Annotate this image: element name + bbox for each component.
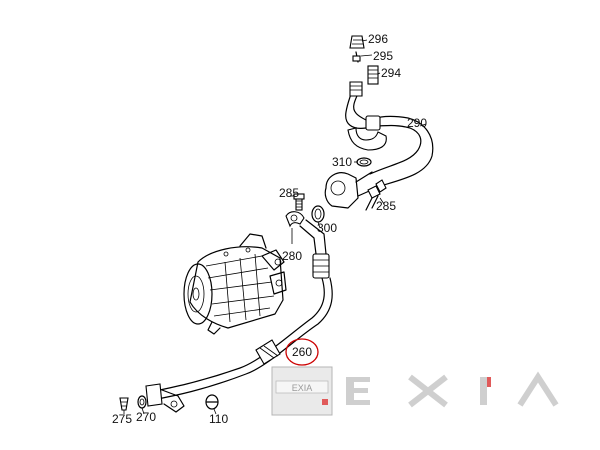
seal-ring-300 [311, 205, 325, 223]
ac-compressor [183, 233, 287, 335]
clip-110 [205, 394, 219, 410]
part-label-275: 275 [112, 412, 132, 426]
watermark-letter-i [480, 377, 491, 405]
bolt-285-right [365, 179, 387, 211]
valve-cap-296 [349, 35, 365, 49]
part-label-110: 110 [209, 412, 228, 426]
part-number-labels: 296 295 294 290 310 285 285 300 280 275 … [112, 32, 427, 426]
bolt-275 [119, 397, 129, 411]
part-label-295: 295 [373, 49, 393, 63]
bolt-285-left [293, 193, 305, 211]
part-label-260: 260 [292, 345, 312, 359]
leader-lines [123, 39, 427, 415]
highlighted-part-260[interactable]: 260 [285, 338, 319, 366]
part-label-296: 296 [368, 32, 388, 46]
part-label-285-left: 285 [279, 186, 299, 200]
watermark-badge: EXIA [271, 366, 333, 416]
part-label-294: 294 [381, 66, 401, 80]
watermark-logo: EXIA [271, 366, 559, 416]
highlight-circle [285, 338, 319, 366]
part-label-280: 280 [282, 249, 302, 263]
hose-260 [145, 219, 333, 413]
fitting-280 [285, 211, 305, 228]
hose-290 [345, 81, 434, 189]
part-label-310: 310 [332, 155, 352, 169]
valve-fitting-294 [367, 65, 379, 85]
watermark-letter-x [408, 374, 448, 408]
seal-ring-270 [137, 395, 147, 409]
watermark-letter-a [517, 371, 559, 407]
part-label-300: 300 [317, 221, 337, 235]
watermark-badge-text: EXIA [292, 383, 313, 393]
part-label-285-right: 285 [376, 199, 396, 213]
part-label-290: 290 [407, 116, 427, 130]
valve-core-295 [352, 51, 361, 63]
part-label-270: 270 [136, 410, 156, 424]
seal-ring-310 [356, 157, 372, 167]
watermark-letter-e [346, 377, 370, 405]
